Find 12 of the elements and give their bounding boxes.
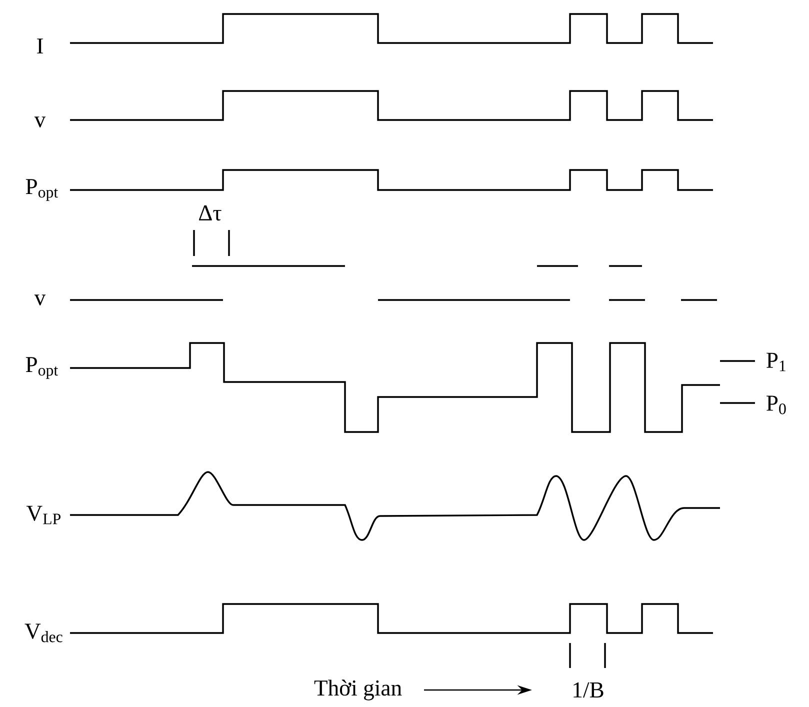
axis-label: P$_{1}$ xyxy=(766,352,786,372)
axis-label: I xyxy=(37,38,43,54)
axis-label: v xyxy=(34,294,46,306)
axis-label: Δτ xyxy=(199,205,222,221)
axis-label: V$_{LP}$ xyxy=(26,506,60,524)
axis-label: v xyxy=(34,116,46,128)
axis-label: P$_{opt}$ xyxy=(26,357,58,379)
axis-label: P$_{0}$ xyxy=(766,396,786,414)
axis-label: 1/B xyxy=(574,682,604,698)
axis-label: V$_{dec}$ xyxy=(24,624,62,642)
axis-label: Thời gian xyxy=(314,680,402,700)
axis-label: P$_{opt}$ xyxy=(26,179,58,201)
